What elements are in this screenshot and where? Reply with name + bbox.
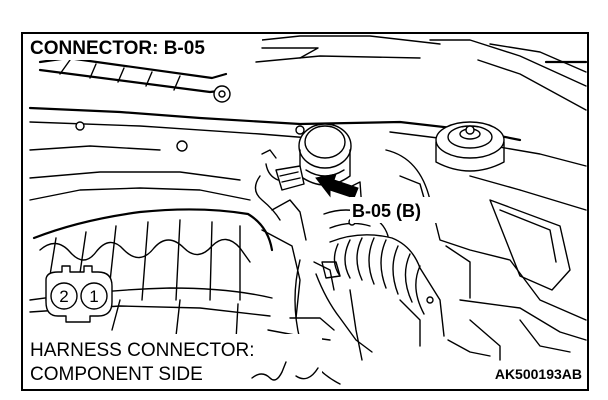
diagram-title: CONNECTOR: B-05	[30, 38, 205, 59]
pin-2-label: 2	[59, 287, 68, 306]
pin-2	[50, 282, 78, 310]
callout-arrow	[315, 173, 359, 199]
pin-1-label: 1	[89, 287, 98, 306]
caption-line-2: COMPONENT SIDE	[30, 364, 203, 385]
figure-code: AK500193AB	[495, 366, 582, 382]
pin-1	[80, 282, 108, 310]
connector-callout-label: B-05 (B)	[352, 201, 421, 221]
diagram-frame	[21, 32, 589, 391]
harness-connector-symbol	[45, 265, 113, 323]
caption-line-1: HARNESS CONNECTOR:	[30, 340, 255, 361]
